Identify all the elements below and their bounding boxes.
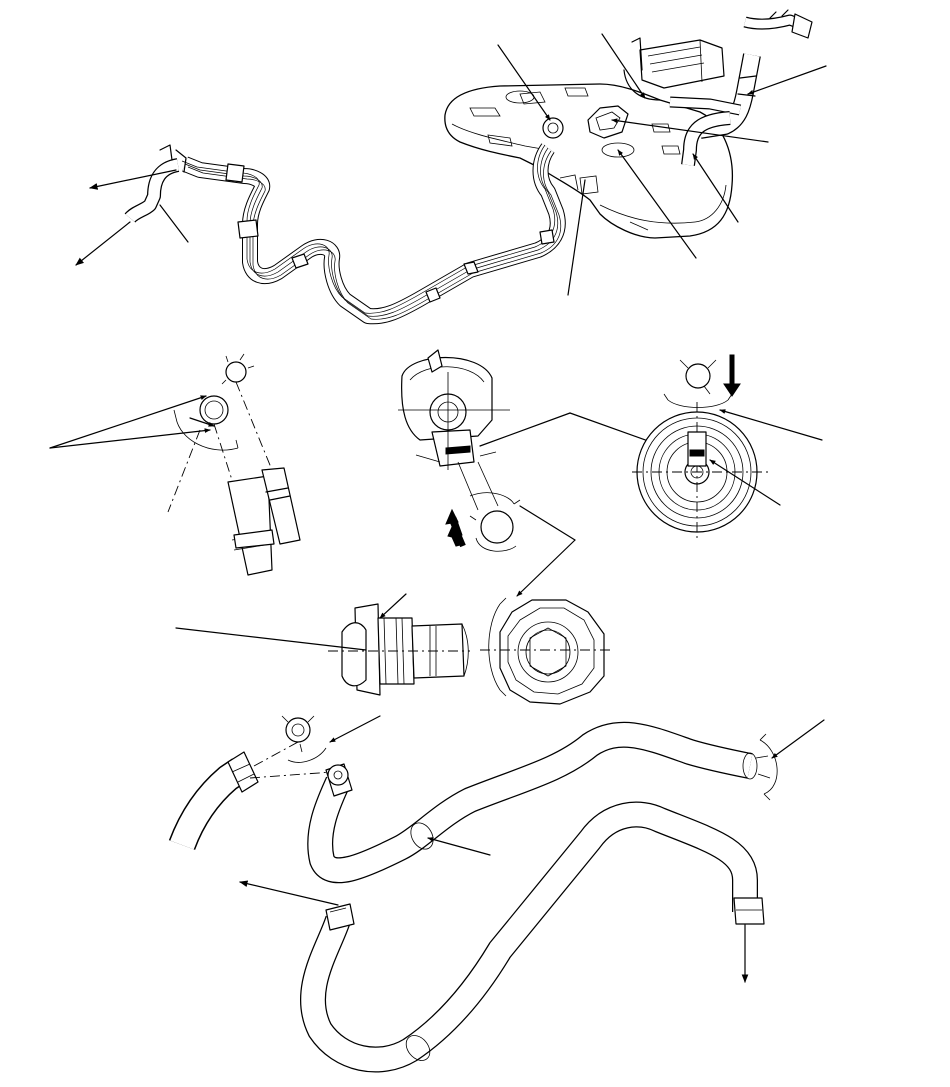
pump-module <box>542 105 629 139</box>
fuel-tank <box>444 83 734 239</box>
filler-hose-assembly <box>168 715 825 1073</box>
top-leaders <box>75 33 827 296</box>
hose-end-detail <box>49 353 301 576</box>
quick-connector-detail <box>175 593 610 705</box>
connector-detail <box>398 349 691 597</box>
evap-canister <box>623 37 725 101</box>
fuel-tank-assembly <box>444 9 813 239</box>
filler-hose <box>669 9 813 166</box>
pump-top-view <box>632 354 823 540</box>
fuel-line-bundle <box>124 143 566 325</box>
